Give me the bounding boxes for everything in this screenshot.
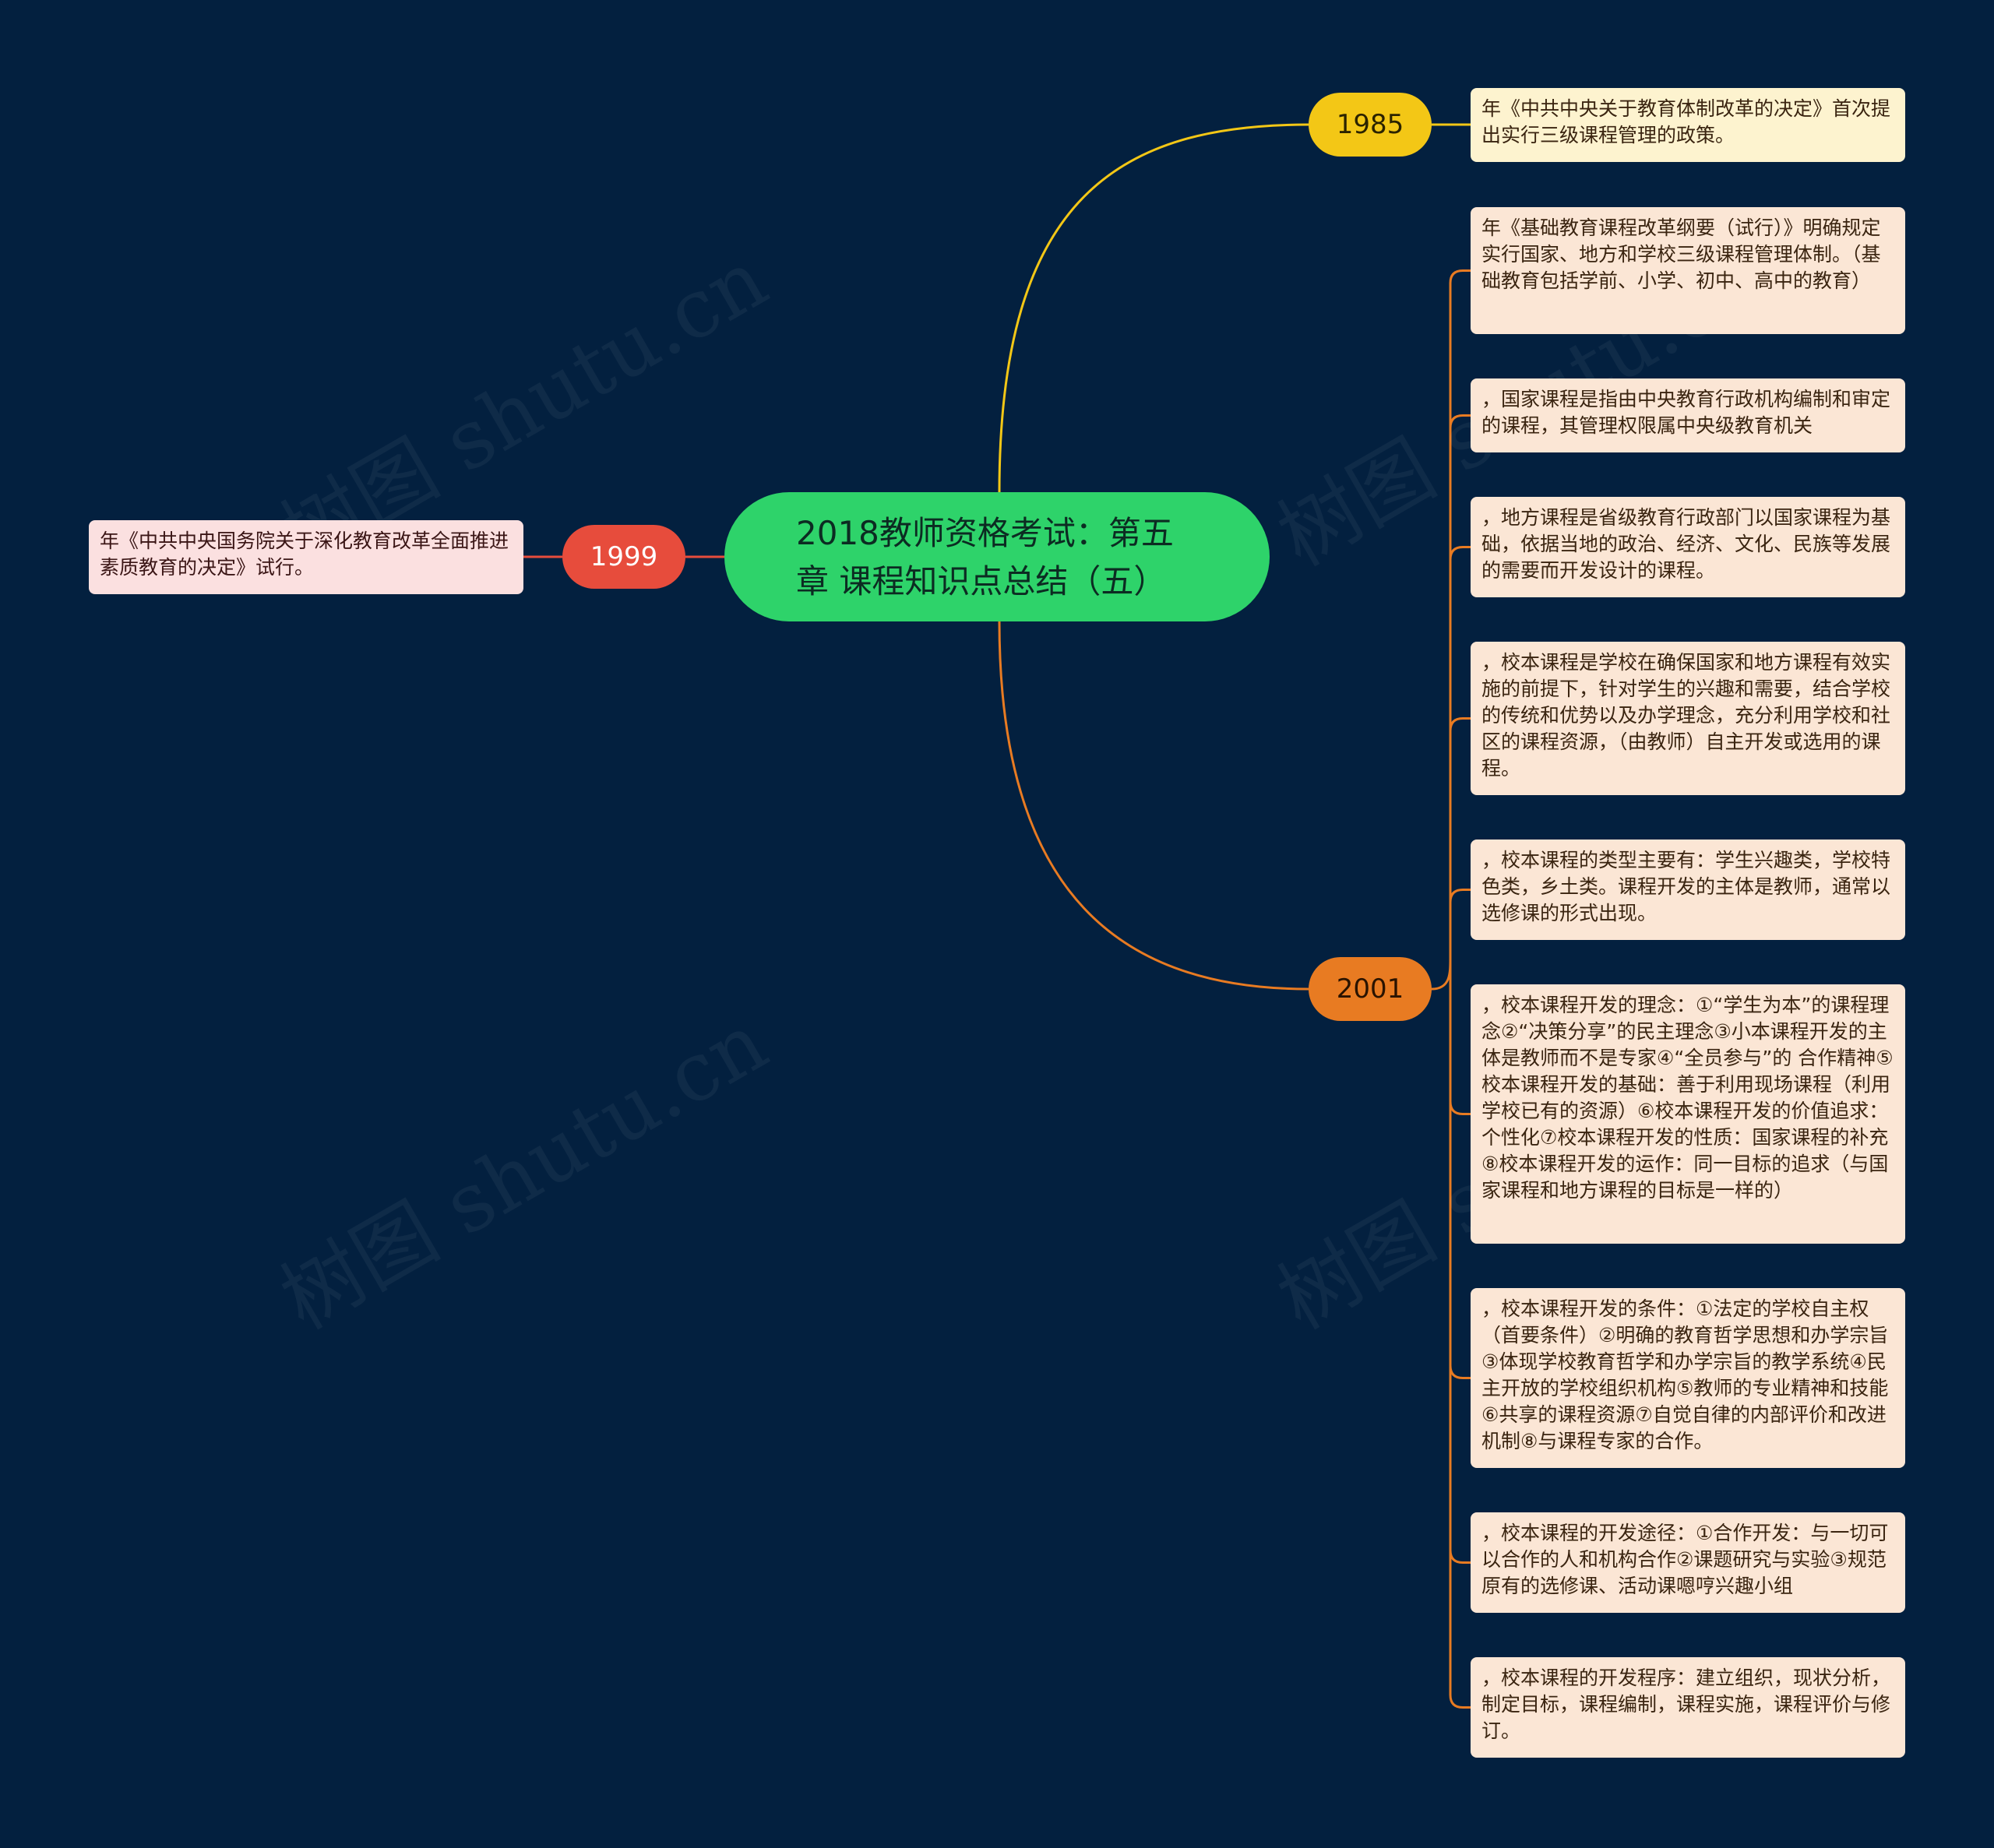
connector-2001-note-5 xyxy=(1449,889,1471,903)
branch-node-2001[interactable]: 2001 xyxy=(1309,957,1432,1021)
note-card-2001-7[interactable]: ，校本课程开发的条件：①法定的学校自主权（首要条件）②明确的教育哲学思想和办学宗… xyxy=(1471,1288,1905,1468)
note-card-2001-1[interactable]: 年《基础教育课程改革纲要（试行）》明确规定实行国家、地方和学校三级课程管理体制。… xyxy=(1471,207,1905,334)
note-card-2001-3[interactable]: ，地方课程是省级教育行政部门以国家课程为基础，依据当地的政治、经济、文化、民族等… xyxy=(1471,497,1905,597)
connector-2001-note-9 xyxy=(1449,1695,1471,1709)
note-card-2001-9[interactable]: ，校本课程的开发程序：建立组织，现状分析，制定目标，课程编制，课程实施，课程评价… xyxy=(1471,1657,1905,1758)
connector-2001-note-3 xyxy=(1449,546,1471,560)
note-card-1985[interactable]: 年《中共中央关于教育体制改革的决定》首次提出实行三级课程管理的政策。 xyxy=(1471,88,1905,162)
connector-2001-note-2 xyxy=(1449,414,1471,428)
central-topic[interactable]: 2018教师资格考试：第五章 课程知识点总结（五） xyxy=(724,492,1270,621)
connector-2001-note-4 xyxy=(1449,717,1471,731)
connector-2001-note-7 xyxy=(1449,1365,1471,1379)
note-card-2001-4[interactable]: ，校本课程是学校在确保国家和地方课程有效实施的前提下，针对学生的兴趣和需要，结合… xyxy=(1471,642,1905,795)
note-card-2001-8[interactable]: ，校本课程的开发途径：①合作开发：与一切可以合作的人和机构合作②课题研究与实验③… xyxy=(1471,1512,1905,1613)
connector-2001-trunk xyxy=(1431,957,1452,991)
connector-2001-note-1 xyxy=(1449,269,1471,283)
branch-node-1999[interactable]: 1999 xyxy=(562,525,685,589)
connector-root-2001 xyxy=(998,621,1309,991)
branch-node-1985[interactable]: 1985 xyxy=(1309,93,1432,157)
connector-root-1985 xyxy=(998,123,1309,493)
note-card-2001-2[interactable]: ，国家课程是指由中央教育行政机构编制和审定的课程，其管理权限属中央级教育机关 xyxy=(1471,378,1905,452)
branch-2001-connectors xyxy=(1449,269,1471,1709)
note-card-1999[interactable]: 年《中共中央国务院关于深化教育改革全面推进素质教育的决定》试行。 xyxy=(89,520,523,594)
note-card-2001-6[interactable]: ，校本课程开发的理念：①“学生为本”的课程理念②“决策分享”的民主理念③小本课程… xyxy=(1471,984,1905,1244)
note-card-2001-5[interactable]: ，校本课程的类型主要有：学生兴趣类，学校特色类，乡土类。课程开发的主体是教师，通… xyxy=(1471,840,1905,940)
connector-2001-note-6 xyxy=(1449,1101,1471,1115)
connector-2001-note-8 xyxy=(1449,1550,1471,1564)
